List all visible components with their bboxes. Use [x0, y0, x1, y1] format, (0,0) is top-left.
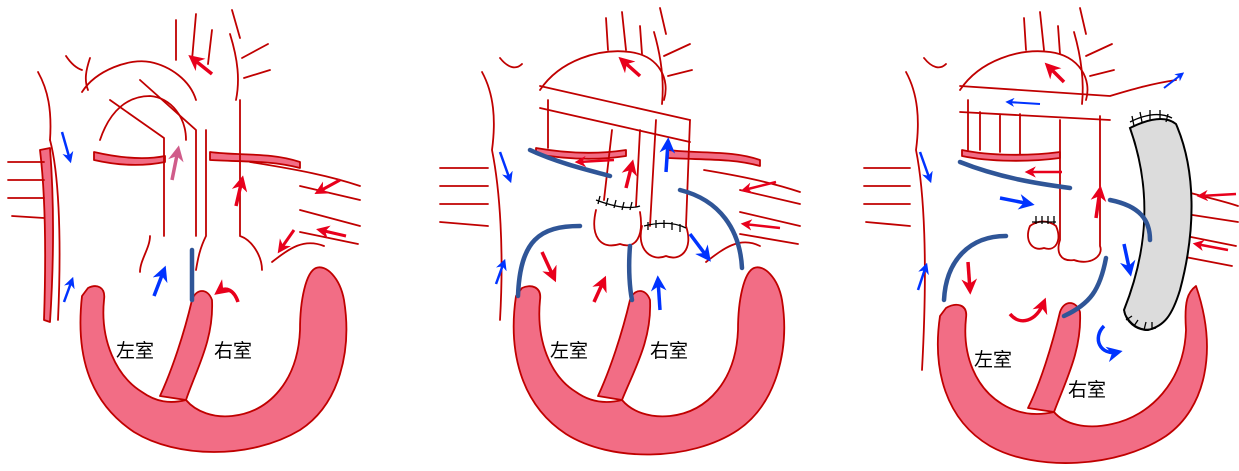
flow-arrow-svc-blue	[62, 132, 70, 160]
svc-outline	[440, 58, 522, 320]
panel-2-arterial-switch-heart: 左室 右室	[440, 8, 800, 455]
flow-arrow-aorta	[622, 60, 640, 76]
rv-pa-conduit	[1124, 119, 1192, 330]
flow-arrow-lv-blue	[154, 270, 164, 296]
flow-arrow-lvot-curve	[1010, 302, 1044, 321]
flow-arrow-ivc-blue	[64, 280, 72, 302]
pulmonary-right-branch-pink	[668, 150, 760, 166]
flow-arrow-baffle-blue	[1000, 198, 1030, 204]
svc-outline	[864, 58, 946, 370]
flow-arrow-aorta-root	[236, 180, 242, 206]
flow-arrow-neo-aorta	[626, 164, 632, 188]
right-ventricle-label: 右室	[214, 340, 252, 362]
interventricular-septum	[160, 291, 212, 400]
flow-arrow-pv-1	[318, 180, 340, 192]
flow-arrow-mixed	[172, 150, 178, 180]
panel-1-preoperative-heart: 左室 右室	[8, 10, 360, 452]
flow-arrow-aorta	[1048, 66, 1064, 82]
panel-3-conduit-repair-heart: 左室 右室	[864, 8, 1238, 463]
svc-pink-wall	[40, 148, 53, 322]
pulmonary-branch-pink	[962, 150, 1060, 161]
flow-arrow-pv-3	[280, 230, 294, 250]
septal-baffle	[944, 162, 1150, 316]
flow-arrow-svc-blue	[920, 152, 930, 180]
aortic-arch-outline	[82, 61, 196, 140]
interventricular-septum	[598, 291, 650, 400]
flow-arrow-conduit-in	[1124, 244, 1130, 272]
right-ventricle-label: 右室	[1068, 379, 1106, 401]
septal-patch-right	[629, 190, 742, 300]
flow-arrow-lv-red	[968, 262, 970, 290]
flow-arrow-neo-pulm	[666, 142, 668, 172]
pulmonary-veins	[704, 170, 800, 262]
flow-arrow-pv-2	[320, 230, 346, 236]
flow-arrow-rv-curve	[1098, 326, 1118, 353]
lecompte-band	[540, 86, 690, 142]
septal-patch-left	[518, 150, 610, 296]
flow-arrow-rv-curve	[218, 289, 238, 302]
head-vessels	[606, 8, 692, 104]
flow-arrow-ivc-blue	[496, 262, 504, 284]
right-ventricle-label: 右室	[650, 340, 688, 362]
left-ventricle-label: 左室	[550, 340, 588, 362]
suture-line-1	[596, 196, 640, 210]
pulmonary-branch-pink	[94, 152, 165, 165]
neo-pulmonary-outline	[594, 130, 641, 245]
flow-arrow-rvot-blue	[658, 280, 660, 310]
ascending-aorta-outline	[196, 100, 262, 270]
flow-arrow-pv-2	[744, 224, 780, 228]
left-ventricle-label: 左室	[116, 340, 154, 362]
flow-arrow-pv-1	[744, 182, 776, 190]
flow-arrow-lvot-red	[594, 280, 604, 302]
flow-arrow-lv-red	[542, 252, 554, 278]
pulmonary-right-branch-pink	[210, 152, 300, 168]
flow-arrow-branch-blue	[1008, 102, 1040, 104]
pulmonary-stump-outline	[1028, 222, 1058, 249]
flow-arrow-pv-2	[1196, 244, 1228, 250]
head-vessels	[1024, 8, 1114, 104]
flow-arrow-pv-1	[1200, 194, 1236, 196]
pulmonary-trunk-outline	[110, 80, 196, 272]
svc-outline	[38, 56, 90, 140]
flow-arrow-svc-blue	[500, 152, 510, 180]
pulmonary-veins	[250, 162, 360, 262]
left-ventricle-label: 左室	[974, 349, 1012, 371]
flow-arrow-rv-blue	[690, 234, 708, 258]
